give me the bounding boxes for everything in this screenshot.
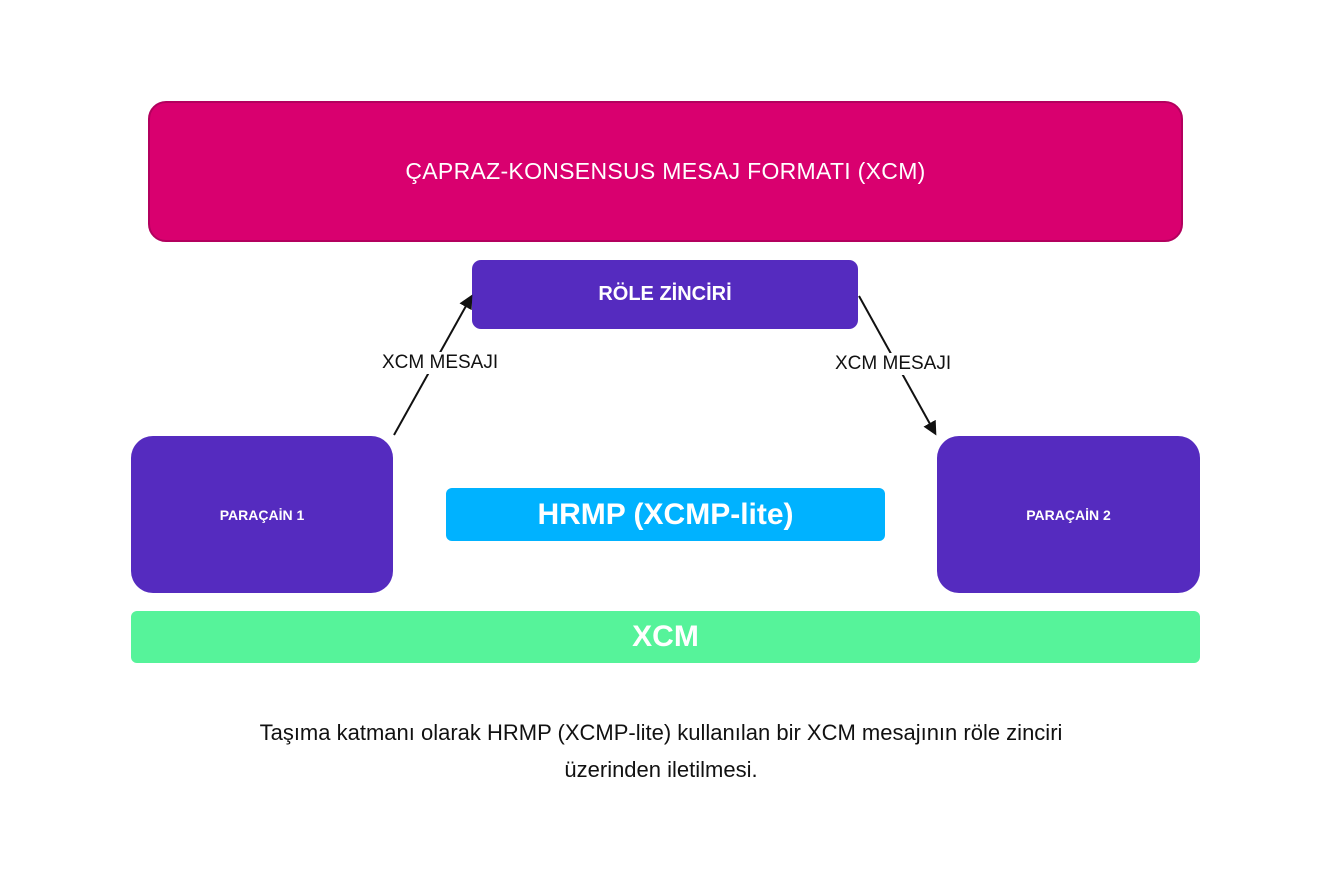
xcm-bar: XCM [131, 611, 1200, 663]
edge-label-right: XCM MESAJI [831, 353, 956, 375]
parachain-2-box: PARAÇAİN 2 [937, 436, 1200, 593]
parachain-1-label: PARAÇAİN 1 [219, 506, 305, 523]
xcm-format-label: ÇAPRAZ-KONSENSUS MESAJ FORMATI (XCM) [405, 158, 926, 184]
relay-chain-label: RÖLE ZİNCİRİ [598, 283, 732, 305]
xcm-bar-label: XCM [632, 620, 699, 653]
caption: Taşıma katmanı olarak HRMP (XCMP-lite) k… [161, 714, 1161, 788]
caption-line-2: üzerinden iletilmesi. [564, 757, 758, 782]
parachain-1-box: PARAÇAİN 1 [131, 436, 393, 593]
relay-chain-box: RÖLE ZİNCİRİ [472, 260, 858, 329]
hrmp-box: HRMP (XCMP-lite) [446, 488, 885, 541]
hrmp-label: HRMP (XCMP-lite) [537, 497, 794, 531]
edge-label-left: XCM MESAJI [378, 352, 503, 374]
xcm-format-box: ÇAPRAZ-KONSENSUS MESAJ FORMATI (XCM) [148, 101, 1183, 242]
caption-line-1: Taşıma katmanı olarak HRMP (XCMP-lite) k… [259, 720, 1063, 745]
parachain-2-label: PARAÇAİN 2 [1026, 506, 1111, 523]
